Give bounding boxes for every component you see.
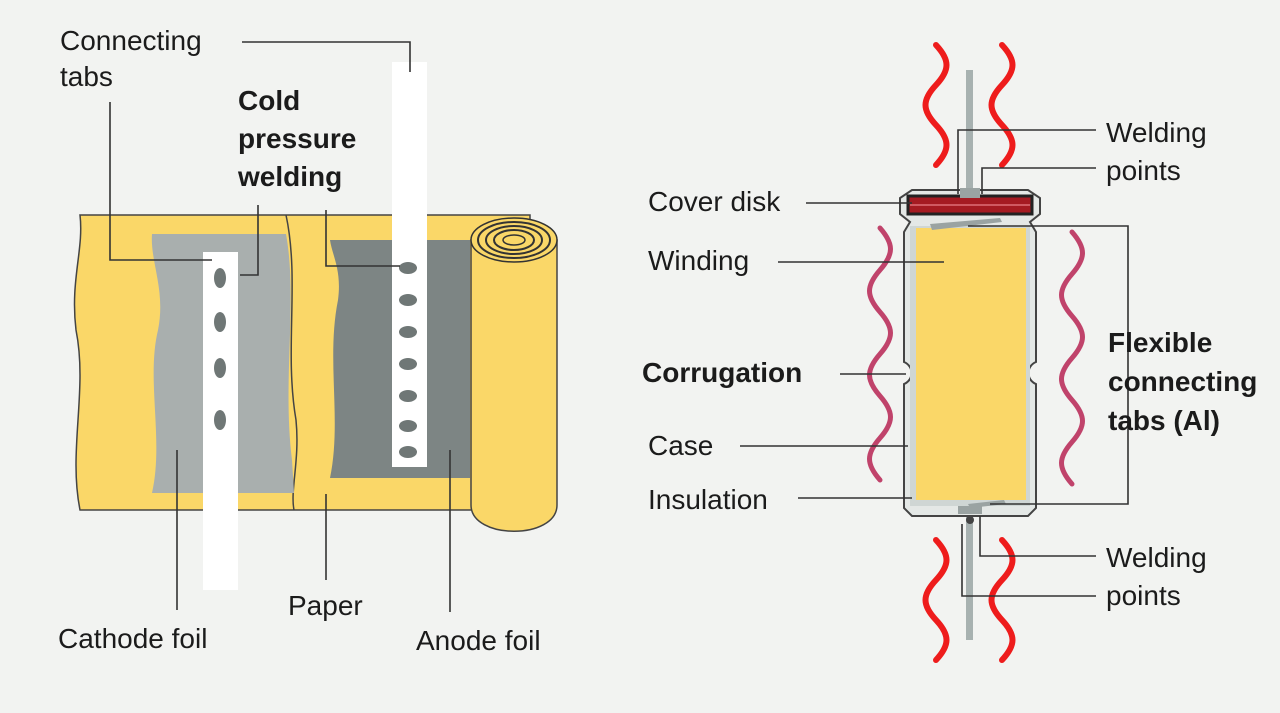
weld-spot xyxy=(214,358,226,378)
cathode-weld-spots xyxy=(214,268,226,430)
wavy-line-icon xyxy=(867,225,893,483)
winding-exploded-view xyxy=(73,41,558,612)
label-flexible-1: Flexible xyxy=(1108,327,1213,358)
leader-welding-bottom-2 xyxy=(961,524,1096,597)
bottom-weld-dot xyxy=(966,516,974,524)
bottom-weld-block xyxy=(958,506,982,514)
label-connecting-tabs-1: Connecting xyxy=(60,25,202,56)
label-flexible-3: tabs (Al) xyxy=(1108,405,1220,436)
capacitor-cross-section xyxy=(740,42,1129,663)
wavy-line-icon xyxy=(922,537,950,663)
label-welding-bottom-2: points xyxy=(1106,580,1181,611)
weld-spot xyxy=(399,294,417,306)
weld-spot xyxy=(399,420,417,432)
leader-top-tab xyxy=(242,41,411,72)
roll-end-ring2 xyxy=(485,225,543,255)
paper-fold-line xyxy=(285,214,298,511)
leader-cold-welding-anode xyxy=(325,210,400,267)
label-cathode-foil: Cathode foil xyxy=(58,623,208,654)
wavy-line-icon xyxy=(922,42,950,168)
wavy-line-icon xyxy=(1059,229,1085,487)
label-corrugation: Corrugation xyxy=(642,357,803,388)
winding xyxy=(916,228,1026,500)
label-welding-top-2: points xyxy=(1106,155,1181,186)
label-case: Case xyxy=(648,430,714,461)
leader-welding-top-1 xyxy=(957,129,1096,194)
label-anode-foil: Anode foil xyxy=(416,625,541,656)
bottom-flexible-tab xyxy=(968,500,1006,508)
heat-waves xyxy=(922,42,1016,663)
right-leader-lines xyxy=(740,129,1129,597)
weld-spot xyxy=(399,326,417,338)
label-cold-1: Cold xyxy=(238,85,301,116)
roll-end-ring3 xyxy=(493,229,535,251)
leader-cold-welding xyxy=(240,205,259,276)
weld-spot xyxy=(214,410,226,430)
weld-spot xyxy=(399,358,417,370)
top-flexible-tab xyxy=(930,218,1002,230)
weld-spot xyxy=(399,390,417,402)
label-flexible-2: connecting xyxy=(1108,366,1258,397)
anode-weld-spots xyxy=(399,262,417,458)
label-winding: Winding xyxy=(648,245,750,276)
top-weld-block xyxy=(960,188,980,198)
bottom-lead xyxy=(966,512,973,640)
label-cold-3: welding xyxy=(238,161,343,192)
leader-flexible-tabs xyxy=(968,225,1129,505)
label-insulation: Insulation xyxy=(648,484,768,515)
label-cover-disk: Cover disk xyxy=(648,186,781,217)
roll-end-core xyxy=(502,234,526,246)
leader-welding-top-2 xyxy=(981,167,1096,194)
leader-welding-bottom-1 xyxy=(979,516,1096,557)
label-connecting-tabs-2: tabs xyxy=(60,61,113,92)
left-leader-lines xyxy=(109,41,451,612)
label-paper: Paper xyxy=(288,590,363,621)
label-welding-bottom-1: Welding xyxy=(1106,542,1207,573)
paper-roll xyxy=(470,239,558,532)
vibration-waves xyxy=(867,225,1085,487)
weld-spot xyxy=(214,268,226,288)
top-lead xyxy=(966,70,973,200)
weld-spot xyxy=(399,446,417,458)
leader-connecting-tabs xyxy=(109,102,212,261)
label-welding-top-1: Welding xyxy=(1106,117,1207,148)
label-cold-2: pressure xyxy=(238,123,357,154)
wavy-line-icon xyxy=(988,537,1016,663)
weld-spot xyxy=(399,262,417,274)
roll-end-ring1 xyxy=(477,221,551,259)
weld-spot xyxy=(214,312,226,332)
wavy-line-icon xyxy=(988,42,1016,168)
